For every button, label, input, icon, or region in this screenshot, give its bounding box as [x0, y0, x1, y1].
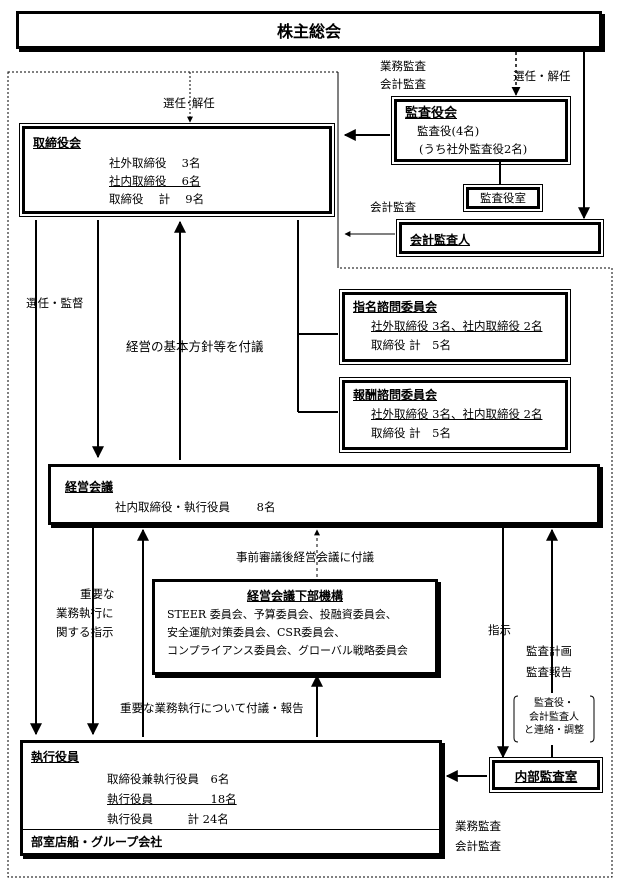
nomination-title: 指名諮問委員会: [353, 300, 438, 314]
sub-bodies-line-3: コンプライアンス委員会、グローバル戦略委員会: [167, 644, 408, 657]
internal-audit-office-box: 内部監査室: [489, 757, 603, 793]
management-sub-bodies-box: 経営会議下部機構 STEER 委員会、予算委員会、投融資委員会、 安全運航対策委…: [152, 579, 438, 675]
audit-office-title: 監査役室: [480, 191, 526, 205]
shareholders-meeting-box: 株主総会: [16, 11, 602, 49]
executives-line-2: 執行役員 18名: [107, 792, 237, 806]
label-liaison-1: 監査役・: [534, 698, 574, 709]
board-line-3: 取締役 計 9名: [109, 192, 205, 206]
label-important-business-1: 重要な: [80, 587, 115, 601]
sub-bodies-title: 経営会議下部機構: [246, 589, 343, 603]
label-business-audit-bottom: 業務監査: [455, 819, 501, 833]
management-meeting-box: 経営会議 社内取締役・執行役員 8名: [48, 464, 600, 525]
remuneration-committee-box: 報酬諮問委員会 社外取締役 3名、社内取締役 2名 取締役 計 5名: [339, 377, 571, 453]
label-important-business-3: 関する指示: [56, 625, 114, 639]
audit-board-line-1: 監査役(4名): [417, 124, 480, 138]
label-audit-report: 監査報告: [526, 665, 572, 679]
internal-audit-title: 内部監査室: [514, 768, 578, 784]
audit-board-box: 監査役会 監査役(4名) (うち社外監査役2名): [391, 96, 571, 165]
label-select-dismiss-right: 選任・解任: [513, 69, 571, 83]
board-line-1: 社外取締役 3名: [109, 156, 201, 170]
label-accounting-audit-top: 会計監査: [380, 77, 426, 91]
executive-officers-box: 執行役員 取締役兼執行役員 6名 執行役員 18名 執行役員 計 24名 部室店…: [20, 740, 442, 856]
executives-divider: [23, 829, 439, 830]
label-basic-policy: 経営の基本方針等を付議: [126, 339, 264, 354]
label-select-supervise: 選任・監督: [26, 296, 84, 310]
label-audit-plan: 監査計画: [526, 644, 572, 658]
accounting-auditor-title: 会計監査人: [410, 233, 471, 247]
executives-footer: 部室店船・グループ会社: [31, 835, 163, 849]
accounting-auditor-box: 会計監査人: [396, 219, 604, 257]
management-meeting-title: 経営会議: [65, 480, 114, 494]
remuneration-title: 報酬諮問委員会: [353, 388, 438, 402]
label-instruction: 指示: [488, 623, 511, 637]
label-liaison-3: と連絡・調整: [524, 725, 584, 736]
label-pre-review: 事前審議後経営会議に付議: [236, 550, 374, 564]
label-important-report: 重要な業務執行について付議・報告: [120, 701, 304, 715]
line-board-committees: [297, 220, 338, 413]
audit-office-box: 監査役室: [463, 184, 543, 212]
board-title: 取締役会: [33, 136, 82, 150]
executives-line-3: 執行役員 計 24名: [107, 812, 229, 826]
management-meeting-line-1: 社内取締役・執行役員 8名: [115, 500, 276, 514]
executives-title: 執行役員: [31, 750, 80, 764]
executives-line-1: 取締役兼執行役員 6名: [107, 772, 230, 786]
label-accounting-audit-mid: 会計監査: [370, 200, 416, 214]
label-liaison-2: 会計監査人: [529, 711, 579, 723]
board-line-2: 社内取締役 6名: [109, 174, 201, 188]
remuneration-line-1: 社外取締役 3名、社内取締役 2名: [371, 407, 543, 421]
label-liaison: 監査役・ 会計監査人 と連絡・調整: [518, 697, 590, 738]
label-accounting-audit-bottom: 会計監査: [455, 839, 501, 853]
nomination-line-1: 社外取締役 3名、社内取締役 2名: [371, 319, 543, 333]
shareholders-meeting-title: 株主総会: [276, 22, 341, 41]
nomination-line-2: 取締役 計 5名: [371, 338, 451, 352]
nomination-committee-box: 指名諮問委員会 社外取締役 3名、社内取締役 2名 取締役 計 5名: [339, 289, 571, 365]
remuneration-line-2: 取締役 計 5名: [371, 426, 451, 440]
liaison-bracket: [513, 695, 595, 743]
board-of-directors-box: 取締役会 社外取締役 3名 社内取締役 6名 取締役 計 9名: [19, 123, 335, 217]
label-select-dismiss-left: 選任･解任: [163, 96, 215, 110]
label-business-audit-top: 業務監査: [380, 59, 426, 73]
label-important-business-2: 業務執行に: [56, 606, 114, 620]
audit-board-line-2: (うち社外監査役2名): [419, 142, 528, 156]
sub-bodies-line-2: 安全運航対策委員会、CSR委員会、: [167, 626, 346, 639]
audit-board-title: 監査役会: [405, 106, 458, 121]
sub-bodies-line-1: STEER 委員会、予算委員会、投融資委員会、: [167, 608, 397, 621]
